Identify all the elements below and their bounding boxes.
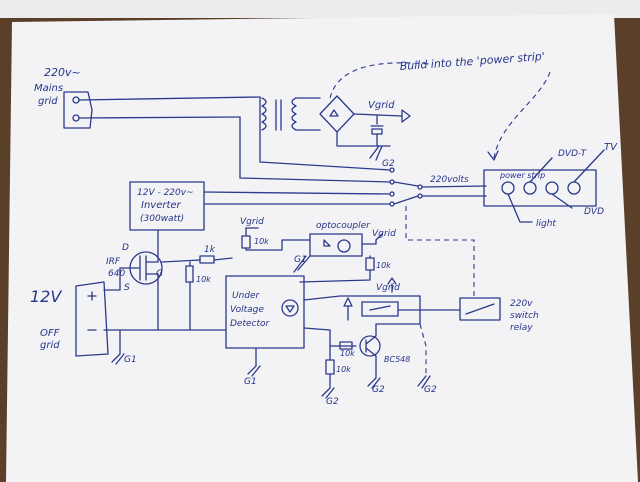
base-pulldown: [303, 327, 335, 399]
light-label: light: [536, 219, 556, 229]
g2-bottom-label-1: G2: [372, 385, 385, 395]
g2-bottom-label-3: G2: [424, 385, 437, 395]
resistor-10k-c-label: 10k: [376, 261, 391, 270]
off-grid-label-2: grid: [40, 340, 60, 351]
resistor-1k-label: 1k: [204, 245, 216, 255]
opto-input: [241, 227, 311, 251]
switch-relay-220v: [419, 297, 501, 321]
bc548-label: BC548: [384, 355, 410, 364]
resistor-10k-e-label: 10k: [336, 365, 351, 374]
g2-top-label: G2: [382, 159, 395, 169]
opto-output-resistor: [299, 255, 375, 283]
pin-d-label: D: [122, 243, 129, 253]
power-strip-label: power strip: [499, 171, 545, 180]
g2-bottom-label-2: G2: [326, 397, 339, 407]
vgrid-relay-label: Vgrid: [376, 283, 400, 293]
inverter-watt-label: (300watt): [140, 214, 184, 224]
off-grid-label-1: OFF: [40, 328, 60, 339]
uv-detector-label-2: Voltage: [230, 305, 264, 315]
relay-label-b: switch: [510, 311, 539, 321]
uv-detector-label-1: Under: [232, 291, 261, 301]
transistor-bc548: [329, 295, 421, 389]
opto-ground: [293, 255, 311, 273]
vgrid-top-label: Vgrid: [368, 100, 395, 111]
relay-coil-section: [303, 277, 421, 321]
inverter-output-wires: [203, 167, 487, 207]
irf-label: IRF: [106, 257, 121, 267]
detector-ground: [247, 347, 261, 377]
relay-ground: [417, 375, 431, 389]
power-strip: [483, 149, 605, 223]
transformer: [261, 97, 321, 131]
uv-detector-label-3: Detector: [230, 319, 271, 329]
inverter-block: [129, 181, 205, 231]
g1-opto-label: G1: [294, 255, 307, 265]
220v-label: 220volts: [430, 175, 469, 185]
pin-g-label: G: [156, 269, 163, 279]
g1-left-label: G1: [124, 355, 137, 365]
paper-sheet: [6, 14, 638, 482]
vgrid-opto-label: Vgrid: [240, 217, 264, 227]
bridge-rectifier: [319, 95, 411, 161]
under-voltage-detector: [225, 275, 305, 349]
back-paper: [0, 0, 640, 18]
relay-link-dashed: [405, 206, 475, 298]
inverter-label: Inverter: [141, 200, 182, 211]
resistor-10k-opto-label: 10k: [254, 237, 269, 246]
relay-label-a: 220v: [510, 299, 533, 309]
mains-grid-label: grid: [38, 96, 58, 107]
g1-bottom-label: G1: [244, 377, 257, 387]
resistor-10k-gate-label: 10k: [196, 275, 211, 284]
mains-wires: [78, 96, 391, 183]
relay-label-c: relay: [510, 323, 533, 333]
tv-label: TV: [604, 142, 618, 153]
pin-s-label: S: [124, 283, 130, 293]
optocoupler: [309, 233, 383, 257]
gate-resistors: [161, 255, 233, 331]
dvd-label: DVD: [584, 207, 604, 217]
note-arrow-left: [329, 62, 431, 99]
battery-12v: [75, 267, 227, 365]
inverter-rating-label: 12V - 220v~: [137, 188, 194, 198]
dvd-t-label: DVD-T: [558, 149, 588, 159]
mains-voltage-label: 220v~: [44, 66, 81, 79]
mosfet-irf640: [119, 229, 163, 331]
vgrid-opto2-label: Vgrid: [372, 229, 396, 239]
irf-640-label: 640: [108, 269, 125, 279]
mains-label: Mains: [34, 83, 63, 94]
resistor-10k-d-label: 10k: [340, 349, 355, 358]
12v-label: 12V: [30, 287, 62, 306]
note-arrow-right: [493, 71, 551, 159]
optocoupler-label: optocoupler: [316, 221, 371, 231]
relay-ground-dashed: [419, 323, 427, 376]
note-arrow-head: [487, 150, 499, 161]
